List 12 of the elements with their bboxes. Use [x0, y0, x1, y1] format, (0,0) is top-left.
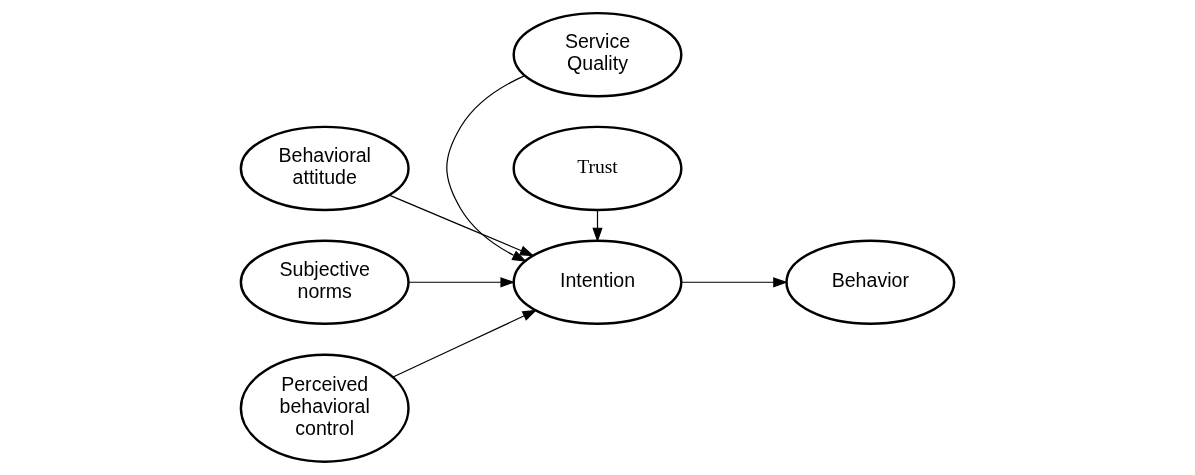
node-ellipse: Service Quality: [512, 11, 683, 98]
node-ellipse: Behavior: [785, 239, 956, 326]
arrow: [392, 309, 538, 378]
arrow: [592, 209, 603, 243]
node-ellipse: Subjective norms: [239, 239, 410, 326]
arrow: [446, 74, 527, 262]
node-ellipse: Perceived behavioral control: [239, 353, 410, 463]
node-ellipse: Trust: [512, 125, 683, 212]
arrow: [388, 194, 535, 257]
node-ellipse: Behavioral attitude: [239, 125, 410, 212]
arrow: [680, 277, 788, 288]
arrow: [407, 277, 516, 288]
